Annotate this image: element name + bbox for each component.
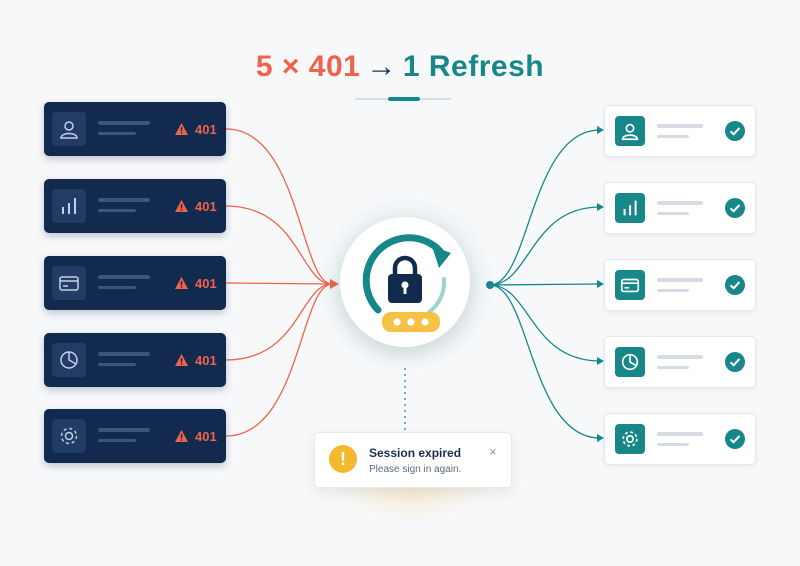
failed-request-card: 401 [44, 333, 226, 387]
check-icon [725, 352, 745, 372]
session-expired-toast: ! Session expired Please sign in again. … [314, 432, 512, 488]
placeholder-line [98, 132, 136, 135]
bar-chart-icon [52, 189, 86, 223]
succeeded-request-card [604, 413, 756, 465]
close-icon[interactable]: × [489, 444, 497, 459]
placeholder-line [98, 439, 136, 442]
request-line-3 [225, 282, 333, 285]
pie-chart-icon [52, 343, 86, 377]
title-failed-count: 5 × 401 [255, 50, 361, 83]
warning-triangle-icon [175, 430, 188, 442]
credit-card-icon [615, 270, 645, 300]
status-code: 401 [195, 198, 217, 214]
retry-arrowhead-1 [597, 126, 604, 134]
gear-icon [52, 419, 86, 453]
placeholder-line [657, 124, 703, 128]
pie-chart-icon [615, 347, 645, 377]
request-line-1 [225, 128, 333, 285]
failed-request-card: 401 [44, 102, 226, 156]
succeeded-request-card [604, 336, 756, 388]
placeholder-line [657, 289, 689, 292]
retry-arrowhead-2 [597, 203, 604, 211]
succeeded-request-card [604, 105, 756, 157]
failed-request-card: 401 [44, 256, 226, 310]
retry-arrowhead-4 [597, 357, 604, 365]
toast-message: Please sign in again. [369, 464, 462, 475]
retry-line-5 [489, 284, 601, 439]
error-status: 401 [174, 198, 217, 214]
title-arrow: → [366, 50, 397, 83]
placeholder-line [98, 209, 136, 212]
placeholder-line [98, 363, 136, 366]
user-icon [52, 112, 86, 146]
request-arrowhead [330, 279, 339, 289]
placeholder-line [657, 278, 703, 282]
fanout-node [486, 281, 494, 289]
retry-line-3 [489, 283, 601, 286]
error-status: 401 [174, 428, 217, 444]
status-code: 401 [195, 428, 217, 444]
request-line-2 [225, 205, 333, 285]
placeholder-line [657, 432, 703, 436]
warning-triangle-icon [175, 277, 188, 289]
error-status: 401 [174, 275, 217, 291]
title-refresh-count: 1 Refresh [402, 50, 545, 83]
retry-arrowhead-3 [597, 280, 604, 288]
title-underline-accent [388, 97, 420, 101]
toast-glow [334, 486, 490, 522]
status-code: 401 [195, 352, 217, 368]
check-icon [725, 275, 745, 295]
retry-line-2 [489, 206, 601, 286]
status-code: 401 [195, 275, 217, 291]
request-line-5 [225, 283, 333, 437]
placeholder-line [98, 352, 150, 356]
gear-icon [615, 424, 645, 454]
retry-arrowhead-5 [597, 434, 604, 442]
token-refresh-hub [340, 217, 470, 347]
placeholder-line [98, 428, 150, 432]
placeholder-line [657, 366, 689, 369]
page-title: 5 × 401→1 Refresh [0, 50, 800, 84]
status-code: 401 [195, 121, 217, 137]
failed-request-card: 401 [44, 409, 226, 463]
toast-title: Session expired [369, 446, 462, 460]
placeholder-line [98, 121, 150, 125]
placeholder-line [98, 198, 150, 202]
retry-line-1 [489, 129, 601, 286]
placeholder-line [657, 135, 689, 138]
placeholder-line [657, 355, 703, 359]
warning-icon: ! [329, 445, 357, 473]
warning-triangle-icon [175, 200, 188, 212]
placeholder-line [657, 201, 703, 205]
failed-request-card: 401 [44, 179, 226, 233]
check-icon [725, 121, 745, 141]
credit-card-icon [52, 266, 86, 300]
warning-triangle-icon [175, 354, 188, 366]
succeeded-request-card [604, 259, 756, 311]
warning-triangle-icon [175, 123, 188, 135]
error-status: 401 [174, 121, 217, 137]
placeholder-line [98, 275, 150, 279]
user-icon [615, 116, 645, 146]
succeeded-request-card [604, 182, 756, 234]
lock-refresh-icon [362, 234, 451, 332]
request-line-4 [225, 283, 333, 361]
check-icon [725, 198, 745, 218]
error-status: 401 [174, 352, 217, 368]
placeholder-line [657, 212, 689, 215]
placeholder-line [657, 443, 689, 446]
retry-line-4 [489, 284, 601, 362]
placeholder-line [98, 286, 136, 289]
check-icon [725, 429, 745, 449]
bar-chart-icon [615, 193, 645, 223]
title-underline [355, 97, 451, 101]
